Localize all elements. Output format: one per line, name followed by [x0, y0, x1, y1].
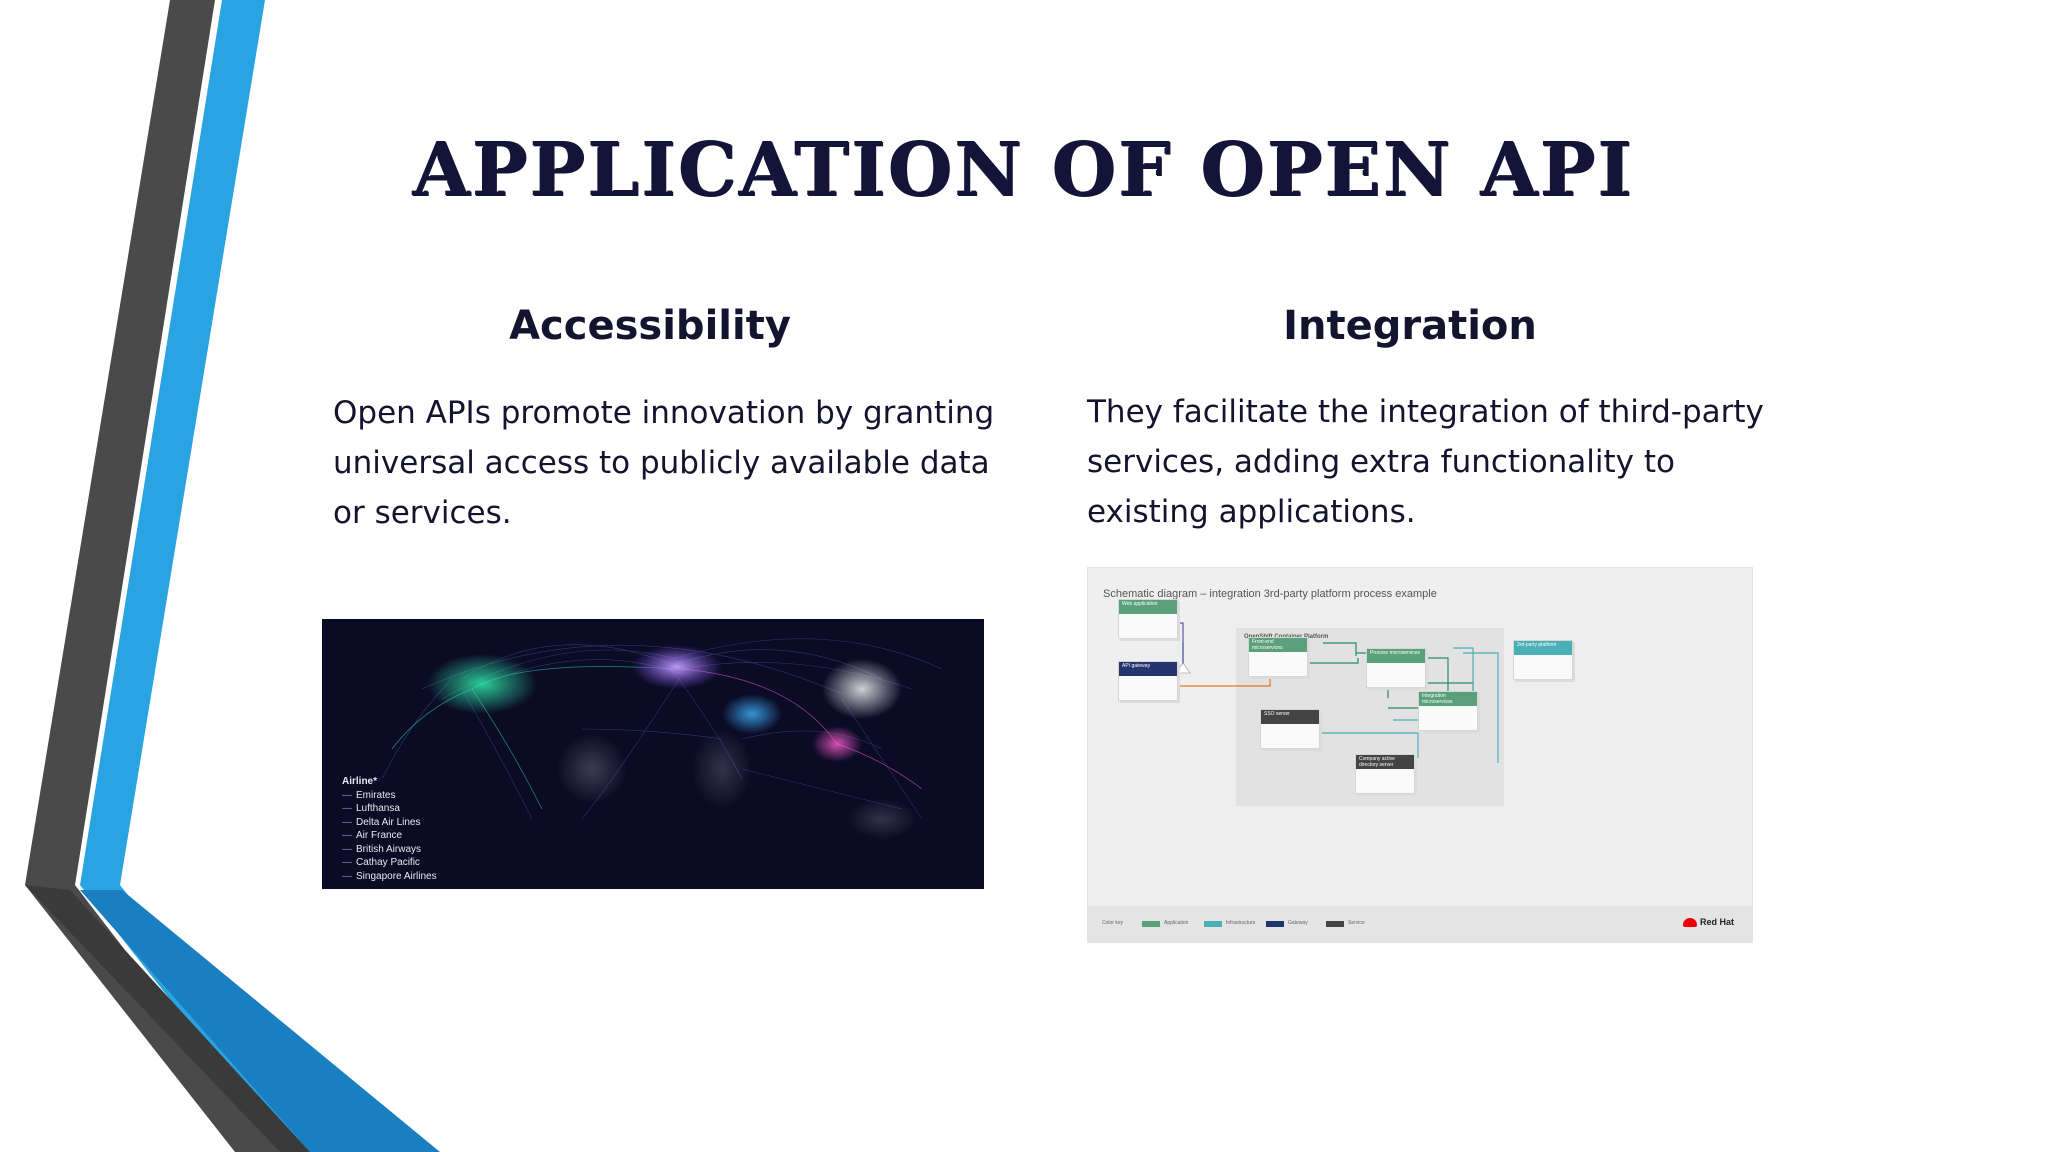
- schematic-color-key: Color key Application Infrastructure Gat…: [1088, 906, 1752, 942]
- integration-schematic-image: Schematic diagram – integration 3rd-part…: [1087, 567, 1753, 943]
- blue-stripe: [80, 0, 330, 1152]
- key-label: Service: [1348, 920, 1365, 926]
- flight-routes-graphic: [381, 638, 943, 839]
- node-label: 3rd-party platform: [1514, 641, 1572, 655]
- key-title: Color key: [1102, 920, 1124, 926]
- key-swatch-service: [1326, 921, 1344, 927]
- schem-node-api-gateway: API gateway: [1118, 661, 1178, 701]
- key-label: Application: [1164, 920, 1189, 926]
- key-swatch-application: [1142, 921, 1160, 927]
- schem-node-third-party: 3rd-party platform: [1513, 640, 1573, 680]
- brand-name: Red Hat: [1699, 917, 1734, 927]
- integration-line-2: services, adding extra functionality to: [1087, 444, 1676, 480]
- integration-line-1: They facilitate the integration of third…: [1087, 394, 1764, 430]
- dark-gray-wedge: [25, 885, 310, 1152]
- key-swatch-gateway: [1266, 921, 1284, 927]
- integration-text: They facilitate the integration of third…: [1087, 387, 1777, 537]
- map-legend-item: Lufthansa: [342, 802, 437, 816]
- accessibility-line-2: universal access to publicly available d…: [333, 445, 990, 481]
- node-label: Company active directory server: [1356, 755, 1414, 769]
- map-legend-item: Air France: [342, 829, 437, 843]
- integration-line-3: existing applications.: [1087, 494, 1416, 530]
- flight-routes-map-image: Airline* Emirates Lufthansa Delta Air Li…: [322, 619, 984, 889]
- accessibility-heading: Accessibility: [509, 303, 791, 349]
- schem-node-active-directory: Company active directory server: [1355, 754, 1415, 794]
- slide-title: APPLICATION OF OPEN API: [413, 128, 1635, 214]
- red-hat-icon: [1682, 918, 1697, 928]
- map-legend: Airline* Emirates Lufthansa Delta Air Li…: [342, 775, 437, 883]
- schem-node-process: Process microservices: [1366, 648, 1426, 688]
- schematic-title: Schematic diagram – integration 3rd-part…: [1103, 588, 1437, 600]
- node-label: Process microservices: [1367, 649, 1425, 663]
- node-label: Integration microservices: [1419, 692, 1477, 706]
- red-hat-logo: Red Hat: [1682, 917, 1734, 928]
- integration-heading: Integration: [1283, 303, 1537, 349]
- schem-node-integration: Integration microservices: [1418, 691, 1478, 731]
- node-label: Web application: [1119, 600, 1177, 614]
- accessibility-text: Open APIs promote innovation by granting…: [333, 388, 1013, 538]
- node-label: SSO server: [1261, 710, 1319, 724]
- accessibility-line-1: Open APIs promote innovation by granting: [333, 395, 995, 431]
- map-legend-item: Singapore Airlines: [342, 870, 437, 884]
- accessibility-line-3: or services.: [333, 495, 512, 531]
- map-legend-item: Delta Air Lines: [342, 816, 437, 830]
- dark-blue-wedge: [80, 890, 440, 1152]
- schematic-connectors: [1166, 622, 1499, 763]
- dark-gray-stripe: [25, 0, 280, 1152]
- schem-node-front-end: Front-end microservices: [1248, 637, 1308, 677]
- schem-node-web-application: Web application: [1118, 599, 1178, 639]
- schem-node-sso: SSO server: [1260, 709, 1320, 749]
- key-label: Infrastructure: [1226, 920, 1256, 926]
- map-legend-item: Emirates: [342, 789, 437, 803]
- node-label: Front-end microservices: [1249, 638, 1307, 652]
- node-label: API gateway: [1119, 662, 1177, 676]
- map-legend-title: Airline*: [342, 776, 378, 787]
- key-label: Gateway: [1288, 920, 1308, 926]
- map-legend-item: British Airways: [342, 843, 437, 857]
- map-legend-item: Cathay Pacific: [342, 856, 437, 870]
- key-swatch-infrastructure: [1204, 921, 1222, 927]
